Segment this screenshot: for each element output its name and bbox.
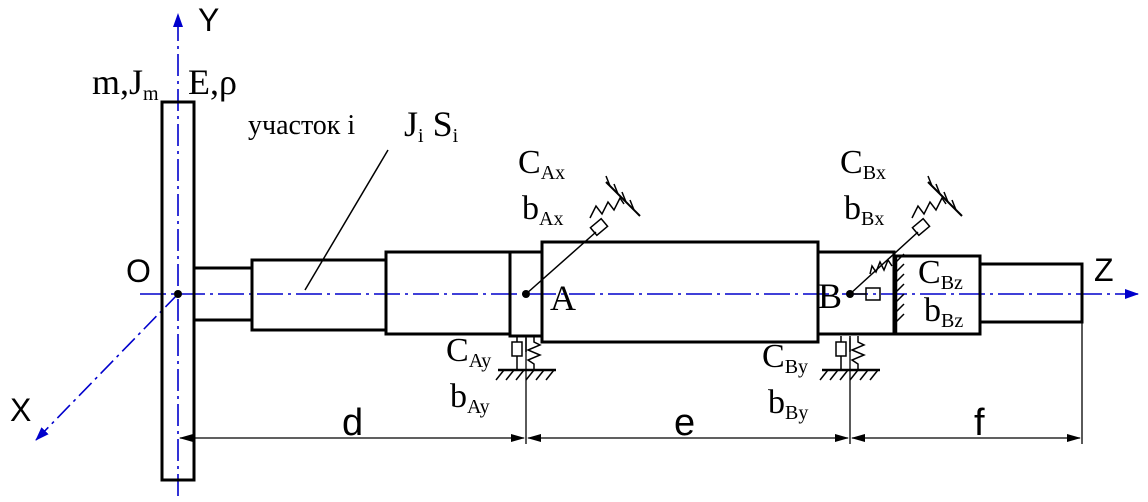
origin-label: O	[126, 253, 151, 289]
shaft	[192, 240, 1084, 344]
spring-ay	[526, 336, 542, 370]
shaft-segment-main	[540, 240, 820, 344]
spring-ax	[589, 196, 625, 219]
damping-bz-label: bBz	[924, 292, 964, 332]
dimension-f-label: f	[974, 402, 985, 444]
spring-bz	[869, 258, 893, 275]
spring-by	[850, 336, 866, 370]
dimension-e-label: e	[674, 402, 696, 444]
damping-ay-label: bAy	[450, 378, 490, 418]
dimension-lines	[179, 322, 1083, 444]
support-a	[495, 175, 641, 381]
shaft-segment-2	[250, 258, 388, 332]
coordinate-axes	[35, 13, 1139, 496]
damping-ax-label: bAx	[522, 190, 564, 230]
damping-bx-label: bBx	[844, 190, 885, 230]
spring-bx	[911, 196, 947, 219]
disk-inertia-label: m,Jm	[92, 62, 159, 105]
stiffness-ay-label: CAy	[446, 332, 492, 372]
x-axis-label: X	[10, 392, 32, 428]
stiffness-bx-label: CBx	[840, 144, 887, 184]
damper-ay	[511, 341, 523, 357]
x-axis-line	[35, 293, 179, 441]
damper-bz	[865, 287, 881, 301]
section-props-label: Ji Si	[404, 104, 459, 147]
origin-point	[174, 290, 182, 298]
point-b-label: B	[818, 276, 843, 316]
shaft-segment-end	[978, 262, 1084, 324]
damper-bx	[911, 217, 931, 237]
y-axis-label: Y	[198, 2, 220, 38]
section-leader	[304, 149, 389, 291]
disk-material-label: E,ρ	[188, 62, 237, 102]
damper-ax	[589, 217, 609, 237]
damping-by-label: bBy	[768, 384, 809, 424]
stiffness-by-label: CBy	[762, 338, 809, 378]
shaft-segment-3	[384, 250, 512, 336]
z-axis-label: Z	[1094, 252, 1114, 288]
damper-by	[835, 341, 847, 357]
stiffness-bz-label: CBz	[918, 254, 963, 294]
point-a-label: A	[550, 278, 576, 318]
section-label: участок i	[248, 110, 356, 141]
dimension-d-label: d	[342, 402, 364, 444]
support-b	[819, 175, 963, 381]
stiffness-ax-label: CAx	[518, 144, 566, 184]
